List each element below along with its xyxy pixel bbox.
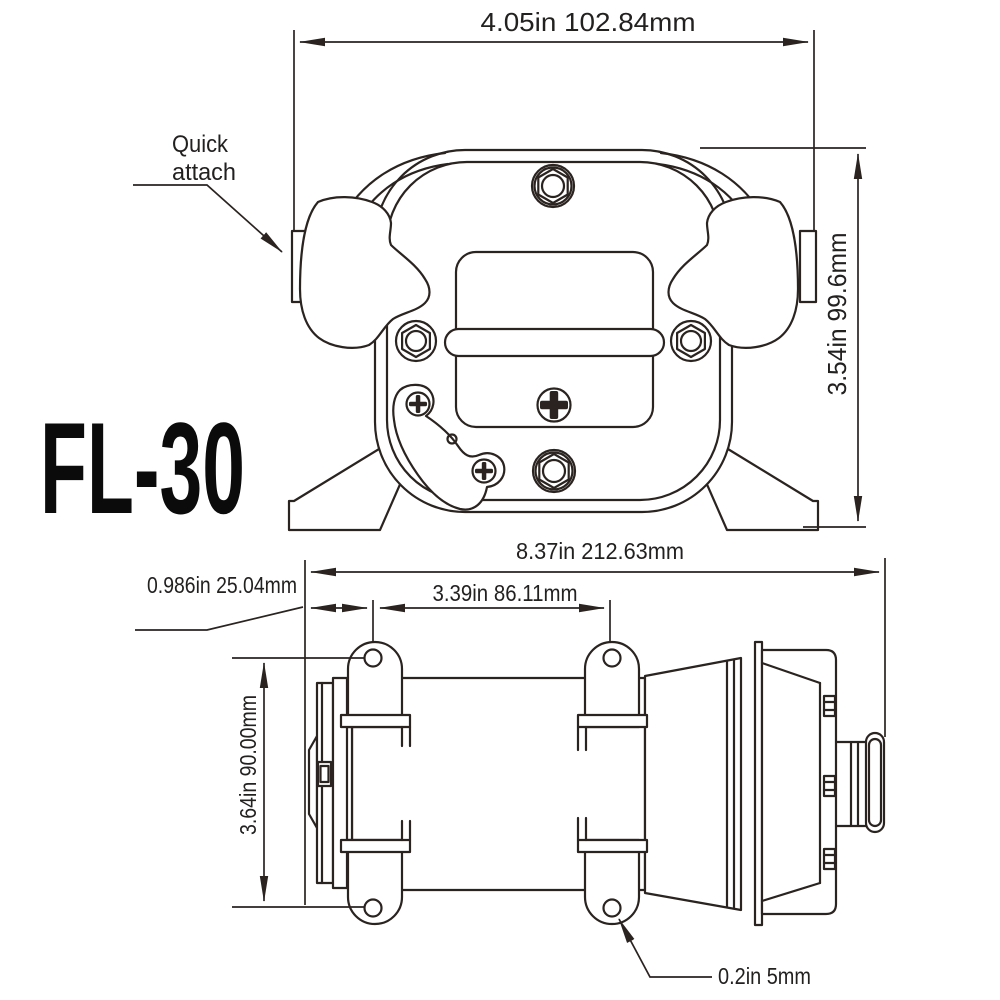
quick-attach-label-line1: Quick bbox=[172, 131, 229, 158]
tab-hole bbox=[602, 898, 622, 918]
side-hole-offset-dimension: 0.986in 25.04mm bbox=[147, 572, 297, 598]
nut-hex bbox=[401, 323, 431, 359]
side-hole-diameter-dimension: 0.2in 5mm bbox=[718, 963, 811, 989]
screw-head bbox=[471, 458, 497, 484]
tab-plate bbox=[583, 640, 641, 729]
nut-bore bbox=[679, 329, 703, 353]
nut-ring-outer bbox=[669, 319, 713, 363]
bracket-pin-hole bbox=[446, 433, 458, 445]
head-rear-slant-bottom bbox=[760, 881, 822, 903]
mount-tab-top-middle bbox=[576, 640, 649, 752]
tab-flange bbox=[576, 713, 649, 729]
tab-flange bbox=[339, 838, 412, 854]
nut-ring-outer bbox=[530, 163, 576, 209]
quick-attach-leader bbox=[133, 184, 283, 253]
nut-ring-outer bbox=[394, 319, 438, 363]
mount-tab-top-left bbox=[339, 640, 412, 748]
side-hole-spacing-dimension: 3.39in 86.11mm bbox=[433, 580, 578, 606]
screw-head bbox=[536, 387, 572, 423]
front-view bbox=[287, 148, 820, 532]
tab-hole bbox=[602, 648, 622, 668]
head-rear-block bbox=[760, 648, 838, 916]
nut-ring bbox=[533, 166, 573, 206]
side-view bbox=[307, 640, 886, 927]
tab-flange bbox=[576, 838, 649, 854]
head-cone bbox=[643, 656, 743, 912]
head-bolt-middle bbox=[822, 774, 837, 798]
bolt-lines bbox=[822, 780, 837, 792]
screw-cross-v bbox=[549, 391, 559, 419]
hex-nut-bottom bbox=[531, 448, 577, 494]
bolt-body bbox=[822, 774, 837, 798]
head-bolt-bottom bbox=[822, 847, 837, 871]
phillips-screw-bracket-upper bbox=[405, 391, 431, 417]
phillips-screw-bracket-lower bbox=[471, 458, 497, 484]
mount-tab-bottom-middle bbox=[576, 816, 649, 926]
hex-nut-left bbox=[394, 319, 438, 363]
hex-nut-top bbox=[530, 163, 576, 209]
tab-hole bbox=[363, 898, 383, 918]
hole-offset-leader bbox=[135, 606, 304, 631]
right-quick-attach-lobe bbox=[667, 196, 800, 349]
tab-hole bbox=[363, 648, 383, 668]
bolt-body bbox=[822, 694, 837, 718]
nut-hex bbox=[675, 323, 707, 359]
screw-cross-v bbox=[415, 395, 421, 413]
nut-bore bbox=[540, 173, 566, 199]
wire-connector-inner bbox=[319, 764, 330, 784]
tab-plate bbox=[346, 640, 404, 729]
tab-plate bbox=[583, 838, 641, 926]
nut-hex bbox=[538, 452, 570, 490]
tab-step bbox=[400, 725, 412, 748]
port-flange-inner bbox=[867, 737, 883, 828]
model-label: FL-30 bbox=[40, 395, 245, 541]
tab-flange bbox=[339, 713, 412, 729]
mount-tab-bottom-left bbox=[339, 819, 412, 926]
right-port-tab bbox=[798, 229, 818, 304]
screw-head bbox=[405, 391, 431, 417]
nut-hex bbox=[537, 167, 569, 205]
tab-step bbox=[400, 819, 412, 842]
hole-diameter-leader bbox=[618, 918, 712, 978]
front-width-dimension: 4.05in 102.84mm bbox=[481, 7, 696, 37]
plate-cross-bar bbox=[443, 327, 666, 358]
front-height-dimension: 3.54in 99.6mm bbox=[822, 233, 852, 396]
left-quick-attach-lobe bbox=[298, 196, 431, 349]
side-height-dimension: 3.64in 90.00mm bbox=[235, 695, 261, 835]
port-tube bbox=[834, 740, 868, 828]
side-view-dimensions bbox=[135, 558, 886, 978]
annotations: 4.05in 102.84mm 3.54in 99.6mm Quick atta… bbox=[40, 7, 852, 989]
tab-plate bbox=[346, 838, 404, 926]
nut-bore bbox=[404, 329, 428, 353]
hex-nut-right bbox=[669, 319, 713, 363]
quick-attach-label-line2: attach bbox=[172, 159, 236, 186]
head-bolt-top bbox=[822, 694, 837, 718]
nut-ring-outer bbox=[531, 448, 577, 494]
tab-step bbox=[576, 816, 588, 842]
bolt-lines bbox=[822, 853, 837, 865]
tab-step bbox=[576, 725, 588, 752]
port-flange bbox=[864, 731, 886, 834]
bolt-body bbox=[822, 847, 837, 871]
endcap-bevel bbox=[307, 734, 319, 830]
bolt-lines bbox=[822, 700, 837, 712]
side-length-dimension: 8.37in 212.63mm bbox=[516, 538, 684, 564]
screw-cross-v bbox=[481, 462, 487, 480]
nut-bore bbox=[541, 458, 567, 484]
phillips-screw-center bbox=[536, 387, 572, 423]
head-rear-slant-top bbox=[760, 661, 822, 685]
nut-ring bbox=[534, 451, 574, 491]
front-view-dimensions bbox=[133, 30, 866, 528]
